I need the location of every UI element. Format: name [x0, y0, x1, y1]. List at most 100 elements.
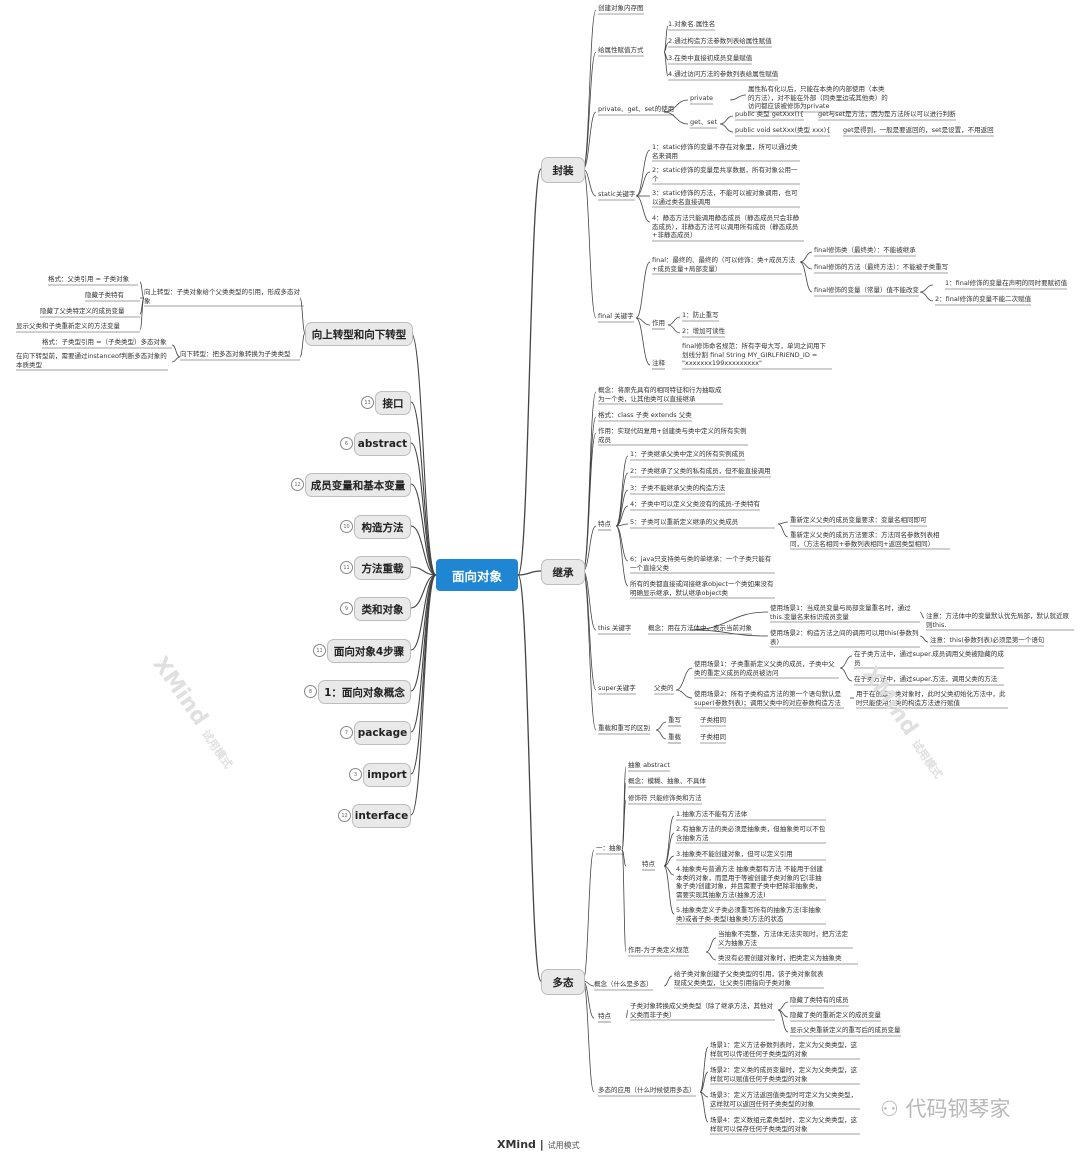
topic-this-use2-note[interactable]: 注意：this(参数列表)必须是第一个语句 — [930, 636, 1045, 644]
topic-compare[interactable]: 重载和重写的区别 — [598, 724, 650, 732]
topic-abstract-item[interactable]: 概念：模糊、抽象、不具体 — [628, 777, 706, 785]
topic-downcast-item[interactable]: 格式：子类型引用 =（子类类型）多态对象 — [42, 338, 167, 346]
topic-downcast[interactable]: 向下转型：把多态对象转换为子类类型 — [180, 350, 291, 358]
branch-constructor[interactable]: 构造方法 — [354, 515, 411, 539]
topic-role-item[interactable]: 1：防止重写 — [682, 311, 719, 319]
branch-interface-cn[interactable]: 接口 — [375, 391, 411, 415]
topic-overload-note[interactable]: 子类相同 — [700, 733, 726, 741]
topic-upcast-item[interactable]: 格式：父类引用 = 子类对象 — [48, 275, 130, 283]
topic-static-item[interactable]: 4：静态方法只能调用静态成员（静态成员只会非静态成员），非静态方法可以调用所有成… — [652, 214, 800, 239]
topic-abstract-role-item[interactable]: 当抽象不完整，方法体无法实现时，把方法定义为抽象方法 — [718, 930, 848, 947]
topic-poly-traits[interactable]: 特点 — [598, 1012, 611, 1020]
collapse-badge[interactable]: 9 — [340, 602, 353, 615]
topic-super-use2[interactable]: 使用场景2：所有子类构造方法的第一个语句默认是super(参数列表)；调用父类中… — [694, 690, 842, 707]
central-topic[interactable]: 面向对象 — [436, 559, 518, 591]
topic-poly-trait[interactable]: 显示父类重新定义的重写后的成员变量 — [790, 1026, 901, 1034]
branch-abstract[interactable]: abstract — [354, 432, 411, 456]
topic-upcast[interactable]: 向上转型：子类对象给个父类类型的引用，形成多态对象 — [144, 288, 300, 305]
topic-final-var-item[interactable]: 1：final修饰的变量在声明的同时要赋初值 — [945, 279, 1068, 287]
topic-trait-item[interactable]: 2：子类继承了父类的私有成员，但不能直接调用 — [630, 467, 771, 475]
collapse-badge[interactable]: 3 — [349, 768, 362, 781]
topic-super-use1b[interactable]: 在子类方法中，通过super.方法，调用父类的方法 — [854, 675, 998, 683]
topic-upcast-item[interactable]: 隐藏子类特有 — [85, 291, 124, 299]
topic-role-item[interactable]: 2：增加可读性 — [682, 327, 726, 335]
collapse-badge[interactable]: 8 — [304, 685, 317, 698]
topic-getset[interactable]: get、set — [690, 118, 718, 126]
topic-trait-item[interactable]: 6：java只支持类与类的单继承：一个子类只能有一个直接父类 — [630, 555, 772, 572]
topic-super-use1a[interactable]: 在子类方法中，通过super.成员调用父类被隐藏的成员 — [854, 650, 1004, 667]
branch-package[interactable]: package — [354, 721, 411, 745]
topic-abstract-role[interactable]: 作用-为子类定义规范 — [628, 946, 689, 954]
branch-member-vars[interactable]: 成员变量和基本变量 — [305, 473, 411, 497]
topic-assign-item[interactable]: 4.通过访问方法的参数列表给属性赋值 — [668, 70, 779, 78]
topic-enc-memory[interactable]: 创建对象内存图 — [598, 4, 644, 12]
topic-final-note-text[interactable]: final修饰命名规范：所有字母大写，单词之间用下划线分割 final Stri… — [682, 342, 827, 367]
topic-poly-trait[interactable]: 隐藏了类的重新定义的成员变量 — [790, 1011, 881, 1019]
topic-abstract-trait[interactable]: 1.抽象方法不能有方法体 — [676, 810, 748, 818]
topic-downcast-item[interactable]: 在向下转型前，需要通过instanceof判断多态对象的本质类型 — [16, 352, 167, 369]
topic-abstract-item[interactable]: 抽象 abstract — [628, 761, 670, 769]
topic-final-mtd[interactable]: final修饰的方法（最终方法）：不能被子类重写 — [814, 263, 949, 271]
topic-assign-item[interactable]: 3.在类中直接初成员变量赋值 — [668, 54, 753, 62]
topic-final-role[interactable]: 作用 — [652, 319, 665, 327]
topic-final-note[interactable]: 注释 — [652, 359, 665, 367]
topic-usage-item[interactable]: 场景1：定义方法参数列表时，定义为父类类型，这样就可以传递任何子类类型的对象 — [710, 1041, 858, 1058]
collapse-badge[interactable]: 13 — [361, 396, 374, 409]
topic-static[interactable]: static关键字 — [598, 190, 636, 198]
topic-override-note[interactable]: 子类相同 — [700, 716, 726, 724]
topic-abstract-trait[interactable]: 5.抽象类定义子类必须重写所有的抽象方法(非抽象类)或者子类-类型(抽象类)方法… — [676, 906, 822, 923]
topic-super-use2-note[interactable]: 用于在创建子类对象时，此时父类初始化方法中，此时只能使用父类的构造方法进行赋值 — [856, 690, 1006, 707]
topic-overload[interactable]: 重载 — [668, 733, 681, 741]
topic-poly-concept[interactable]: 概念（什么是多态） — [594, 980, 653, 988]
topic-usage-item[interactable]: 场景3：定义方法返回值类型时可定义为父类类型，这样就可以返回任何子类类型的对象 — [710, 1091, 858, 1108]
branch-oop-concept[interactable]: 1：面向对象概念 — [318, 680, 411, 704]
topic-get-desc[interactable]: get与set是方法，因为是方法所以可以进行判断 — [818, 110, 956, 118]
topic-enc-assign[interactable]: 给属性赋值方式 — [598, 46, 644, 54]
topic-this-use2[interactable]: 使用场景2：构造方法之间的调用可以用this(参数列表) — [770, 629, 919, 646]
branch-class-object[interactable]: 类和对象 — [354, 597, 411, 621]
topic-poly-trait[interactable]: 隐藏了类特有的成员 — [790, 996, 849, 1004]
branch-inheritance[interactable]: 继承 — [541, 559, 585, 585]
topic-static-item[interactable]: 2：static修饰的变量是共享数据，所有对象公用一个 — [652, 166, 798, 183]
topic-get-sig[interactable]: public 类型 getXxx(){ — [735, 110, 804, 118]
topic-poly-usage[interactable]: 多态的应用（什么时候使用多态） — [598, 1086, 696, 1094]
branch-encapsulation[interactable]: 封装 — [541, 157, 585, 183]
topic-set-desc[interactable]: get是得到，一般是要返回的，set是设置，不用返回 — [843, 126, 994, 134]
topic-trait5-item[interactable]: 重新定义父类的成员方法要求：方法同名参数列表相同，（方法名相同+参数列表相同+返… — [790, 531, 940, 548]
topic-final-var-item[interactable]: 2：final修饰的变量不能二次赋值 — [935, 295, 1032, 303]
topic-trait-item[interactable]: 所有的类都直接或间接继承object一个类如果没有明确显示继承，默认继承obje… — [630, 580, 774, 597]
topic-trait-item[interactable]: 4：子类中可以定义父类没有的成员-子类特有 — [630, 500, 760, 508]
topic-this-use1[interactable]: 使用场景1：当成员变量与局部变量重名时，通过this.变量名来标识成员变量 — [770, 604, 911, 621]
collapse-badge[interactable]: 6 — [340, 437, 353, 450]
topic-final-cls[interactable]: final修饰类（最终类）：不能被继承 — [814, 246, 916, 254]
topic-override[interactable]: 重写 — [668, 716, 681, 724]
topic-abstract-trait[interactable]: 4.抽象类与普通方法 抽象类都有方法 不能用于创建本类的对象，而是用于等被创建子… — [676, 865, 823, 899]
topic-assign-item[interactable]: 2.通过构造方法参数列表给属性赋值 — [668, 37, 772, 45]
branch-overload[interactable]: 方法重载 — [354, 556, 411, 580]
collapse-badge[interactable]: 12 — [338, 809, 351, 822]
topic-this[interactable]: this 关键字 — [598, 624, 632, 632]
topic-set-sig[interactable]: public void setXxx(类型 xxx){ — [735, 126, 831, 134]
topic-trait5-item[interactable]: 重新定义父类的成员变量要求：变量名相同即可 — [790, 516, 927, 524]
topic-inh-traits[interactable]: 特点 — [598, 520, 611, 528]
collapse-badge[interactable]: 11 — [313, 644, 326, 657]
collapse-badge[interactable]: 12 — [291, 478, 304, 491]
topic-inh-format[interactable]: 格式：class 子类 extends 父类 — [598, 411, 692, 419]
topic-final-var[interactable]: final修饰的变量（常量）值不能改变 — [814, 286, 920, 294]
branch-polymorphism[interactable]: 多态 — [541, 969, 585, 995]
topic-abstract-trait[interactable]: 2.有抽象方法的类必须是抽象类，但抽象类可以不包含抽象方法 — [676, 825, 826, 842]
topic-trait-item[interactable]: 3：子类不能继承父类的构造方法 — [630, 484, 726, 492]
topic-trait-item[interactable]: 1：子类继承父类中定义的所有实例成员 — [630, 450, 745, 458]
topic-this-concept[interactable]: 概念：用在方法体中，表示当前对象 — [648, 624, 752, 632]
branch-casting[interactable]: 向上转型和向下转型 — [305, 322, 413, 346]
topic-assign-item[interactable]: 1.对象名.属性名 — [668, 20, 716, 28]
topic-abstract[interactable]: 一：抽象 — [596, 844, 622, 852]
branch-interface[interactable]: interface — [352, 804, 411, 828]
topic-poly-traits-text[interactable]: 子类对象转换成父类类型（除了继承方法，其他对父类而非子类） — [630, 1002, 773, 1019]
topic-super-use1[interactable]: 使用场景1：子类重新定义父类的成员，子类中父类的重定义成员的成员被访问 — [694, 660, 835, 677]
topic-abstract-item[interactable]: 修饰符 只能修饰类和方法 — [628, 794, 702, 802]
topic-abstract-trait[interactable]: 3.抽象类不能创建对象，但可以定义引用 — [676, 850, 793, 858]
topic-private-desc[interactable]: 属性私有化以后，只能在本类的内部使用（本类的方法），对不能在外部（同类里边或其他… — [748, 85, 888, 110]
topic-static-item[interactable]: 3：static修饰的方法，不能可以被对象调用，也可以通过类名直接调用 — [652, 189, 798, 206]
branch-four-steps[interactable]: 面向对象4步骤 — [327, 639, 411, 663]
